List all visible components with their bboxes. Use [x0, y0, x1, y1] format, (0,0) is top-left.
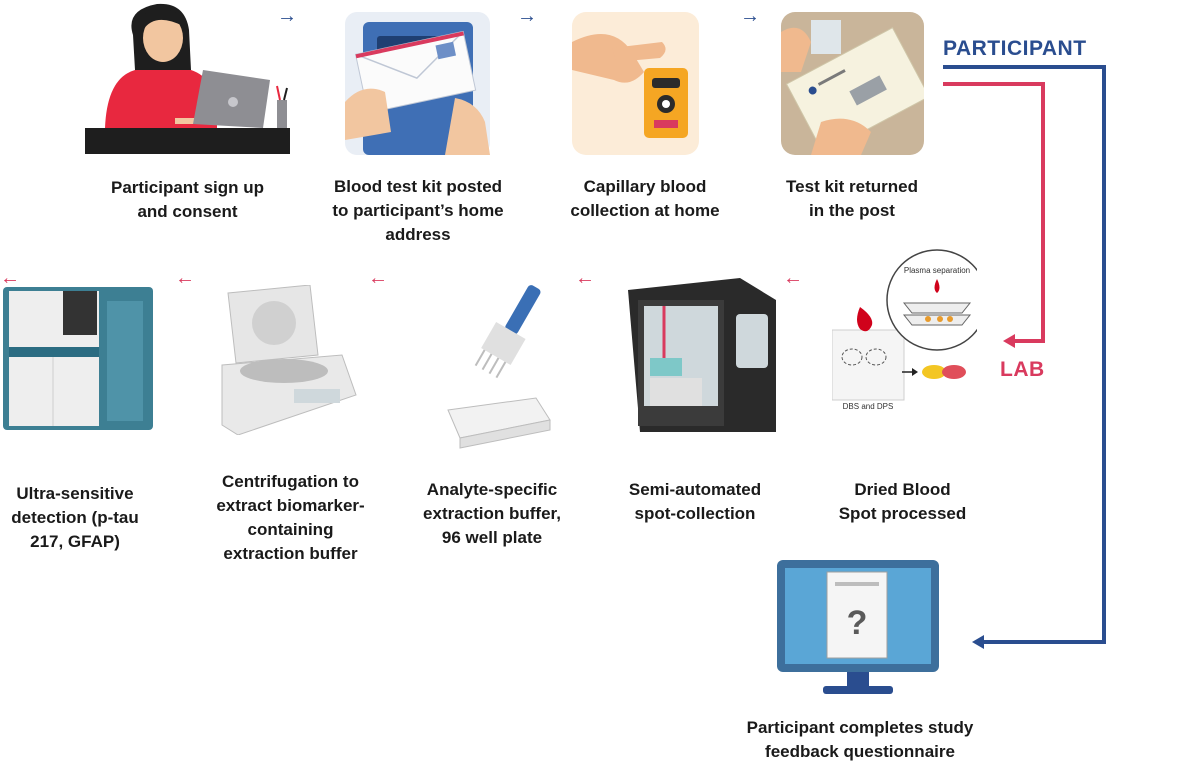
centrifuge-icon	[218, 285, 358, 435]
finger-prick-icon	[572, 12, 699, 155]
arrow-backward-2: ←	[575, 267, 595, 289]
pipette-well-plate-icon	[440, 280, 552, 455]
woman-laptop-icon	[85, 0, 290, 155]
arrow-forward-3: →	[740, 5, 760, 27]
spot-collection-machine-icon	[620, 270, 778, 432]
arrow-backward-4: ←	[175, 267, 195, 289]
lab-role-label: LAB	[1000, 358, 1045, 381]
svg-text:DBS and DPS: DBS and DPS	[843, 402, 894, 411]
arrow-backward-5: ←	[0, 267, 20, 289]
arrow-backward-1: ←	[783, 267, 803, 289]
svg-text:?: ?	[847, 604, 868, 642]
arrow-forward-1: →	[277, 5, 297, 27]
svg-text:Plasma separation: Plasma separation	[904, 266, 970, 275]
mailbox-envelope-icon	[345, 12, 490, 155]
participant-role-label: PARTICIPANT	[943, 37, 1087, 60]
dried-blood-spot-icon: Plasma separation DBS and DPS	[832, 245, 977, 450]
arrow-forward-2: →	[517, 5, 537, 27]
envelope-return-icon	[781, 12, 924, 155]
analyzer-instrument-icon	[3, 287, 153, 430]
arrow-backward-3: ←	[368, 267, 388, 289]
monitor-question-icon: ?	[777, 560, 939, 700]
